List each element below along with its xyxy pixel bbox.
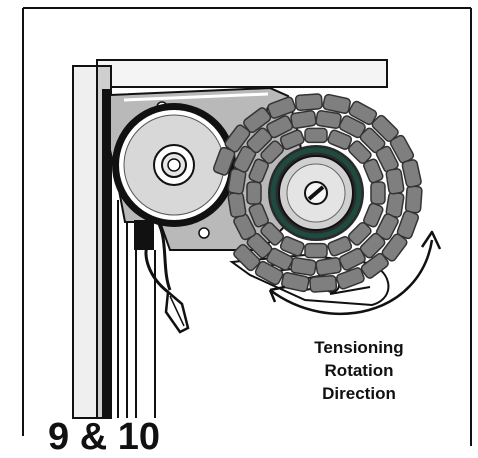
chain-link	[281, 272, 310, 293]
chain-link	[348, 140, 372, 165]
chain-link	[248, 202, 269, 228]
slotted-screw-icon	[304, 181, 328, 205]
chain-link	[315, 110, 342, 129]
chain-link	[212, 146, 236, 176]
release-cord	[134, 220, 190, 334]
chain-link	[233, 243, 261, 272]
chain-link	[348, 221, 372, 246]
chain-link	[363, 202, 384, 228]
chain-link	[396, 210, 420, 240]
chain-link	[279, 236, 305, 257]
chain-link	[279, 129, 305, 150]
chain-link	[359, 232, 386, 259]
chain-link	[246, 127, 273, 154]
chain-link	[266, 115, 294, 139]
chain-link	[304, 242, 328, 259]
chain-link	[404, 185, 423, 214]
chain-link	[260, 140, 284, 165]
chain-link	[327, 129, 353, 150]
chain-link	[315, 257, 342, 276]
chain-link	[360, 252, 389, 279]
chain-link	[290, 110, 317, 129]
chain-link	[260, 221, 284, 246]
curved-arrow-icon	[268, 230, 442, 315]
chain-link	[304, 127, 328, 144]
chain-link	[267, 96, 297, 119]
chain-link	[327, 236, 353, 257]
chain-link	[322, 93, 351, 114]
chain-link	[224, 124, 251, 153]
rotation-label-line-3: Direction	[322, 384, 396, 403]
step-number-label: 9 & 10	[48, 416, 160, 458]
chain-link	[363, 158, 384, 184]
chain-link	[246, 181, 262, 205]
chain-link	[338, 247, 366, 271]
chain-link	[243, 107, 272, 134]
chain-link	[254, 260, 284, 286]
rotation-label-line-1: Tensioning	[314, 338, 404, 357]
chain-link	[227, 191, 247, 218]
chain-link	[348, 100, 378, 126]
drawing-frame	[22, 7, 472, 446]
chain-link	[248, 158, 269, 184]
pulley-wheel	[112, 103, 236, 227]
header-beam	[96, 59, 388, 88]
chain-link	[335, 267, 365, 290]
chain-link	[371, 114, 399, 143]
chain-link	[370, 181, 386, 205]
bracket-edge	[123, 92, 269, 102]
chain-link	[381, 233, 408, 262]
rotation-label-line-2: Rotation	[324, 361, 394, 380]
coiled-chain	[212, 93, 423, 293]
chain-link	[309, 275, 338, 293]
tensioning-rotation-label: Tensioning Rotation Direction	[284, 336, 434, 405]
chain-link	[294, 93, 323, 111]
bracket-hole	[198, 227, 210, 239]
door-track	[72, 65, 156, 419]
chain-link	[401, 159, 422, 188]
chain-link	[385, 168, 405, 195]
chain-link	[290, 257, 317, 276]
